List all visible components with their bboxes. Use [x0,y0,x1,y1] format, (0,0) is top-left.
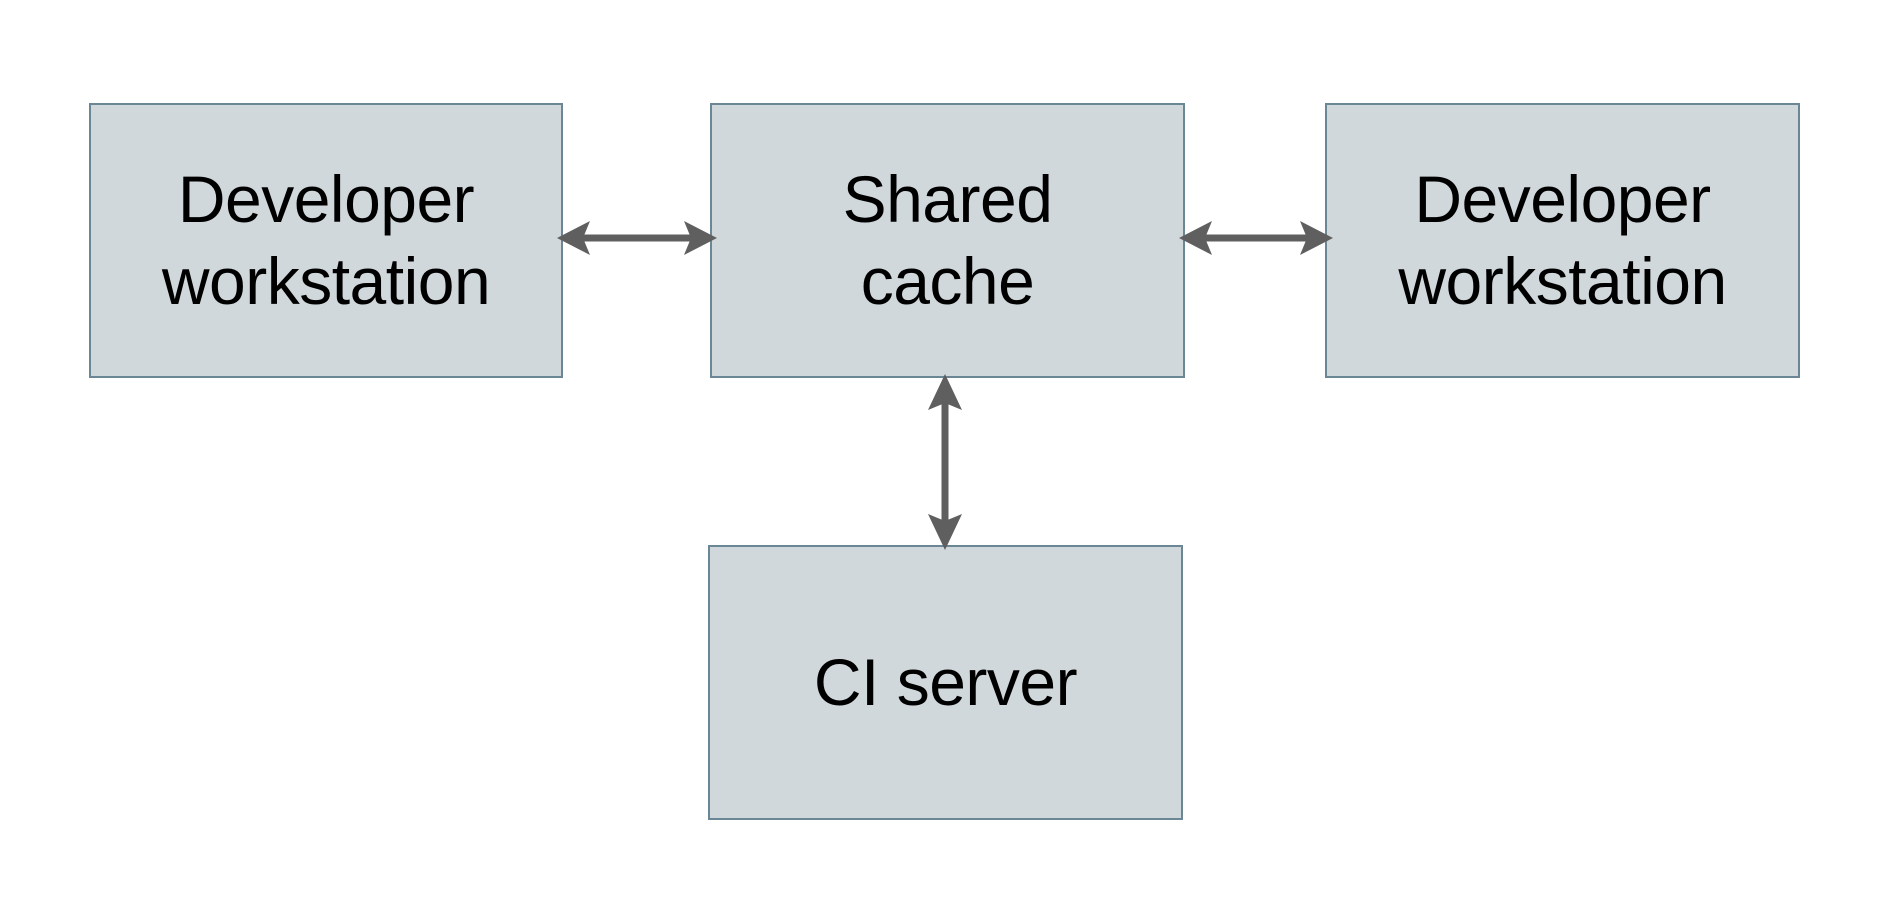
connector-shared-cache-to-ci-server[interactable] [913,372,977,552]
node-label: Developer workstation [1398,161,1727,318]
node-developer-workstation-left[interactable]: Developer workstation [89,103,563,378]
arrowhead-up-icon [928,374,962,410]
connector-developer-left-to-shared-cache[interactable] [556,206,718,270]
arrowhead-right-icon [1300,221,1333,255]
node-developer-workstation-right[interactable]: Developer workstation [1325,103,1800,378]
arrowhead-left-icon [557,221,590,255]
node-shared-cache[interactable]: Shared cache [710,103,1185,378]
node-label: Shared cache [842,161,1053,318]
connector-shared-cache-to-developer-right[interactable] [1178,206,1334,270]
node-ci-server[interactable]: CI server [708,545,1183,820]
node-label: CI server [813,644,1078,719]
arrowhead-down-icon [928,514,962,550]
arrowhead-left-icon [1179,221,1212,255]
arrowhead-right-icon [684,221,717,255]
node-label: Developer workstation [161,161,491,318]
